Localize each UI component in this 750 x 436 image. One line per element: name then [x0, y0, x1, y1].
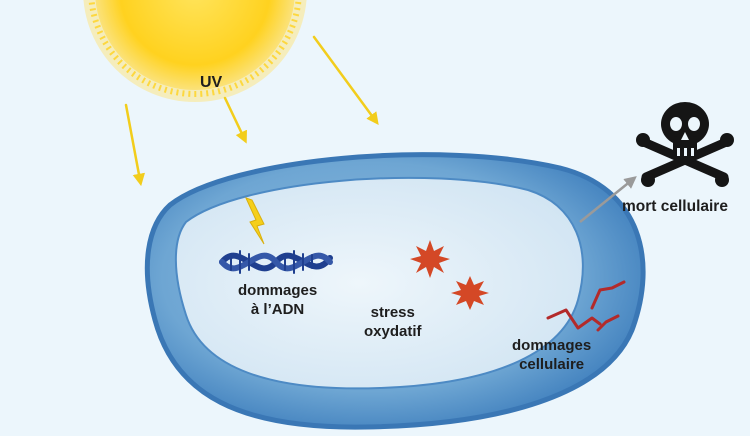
dna-damage-label-line-2: à l’ADN [250, 301, 305, 318]
oxidative-stress-label-line-2: oxydatif [364, 323, 422, 340]
cell-damage-label: dommages cellulaire [512, 336, 591, 374]
sun-icon [83, 0, 307, 102]
star-burst-icon [410, 240, 489, 310]
uv-ray-arrow-icon [124, 35, 379, 187]
oxidative-stress-label: stress oxydatif [364, 303, 422, 341]
dna-damage-label: dommages à l’ADN [238, 281, 317, 319]
cell-damage-label-line-1: dommages [512, 337, 592, 354]
arrow-to-cell-death [579, 176, 637, 223]
dna-damage-label-line-1: dommages [238, 282, 318, 299]
oxidative-stress-label-line-1: stress [370, 304, 415, 321]
dna-helix-icon [219, 250, 333, 274]
skull-crossbones-icon [636, 102, 734, 187]
crack-icon [546, 280, 626, 332]
cell [144, 152, 646, 430]
cell-damage-label-line-2: cellulaire [519, 356, 585, 373]
uv-label: UV [200, 74, 223, 91]
lightning-icon [245, 197, 265, 245]
cell-death-label: mort cellulaire [622, 198, 728, 215]
